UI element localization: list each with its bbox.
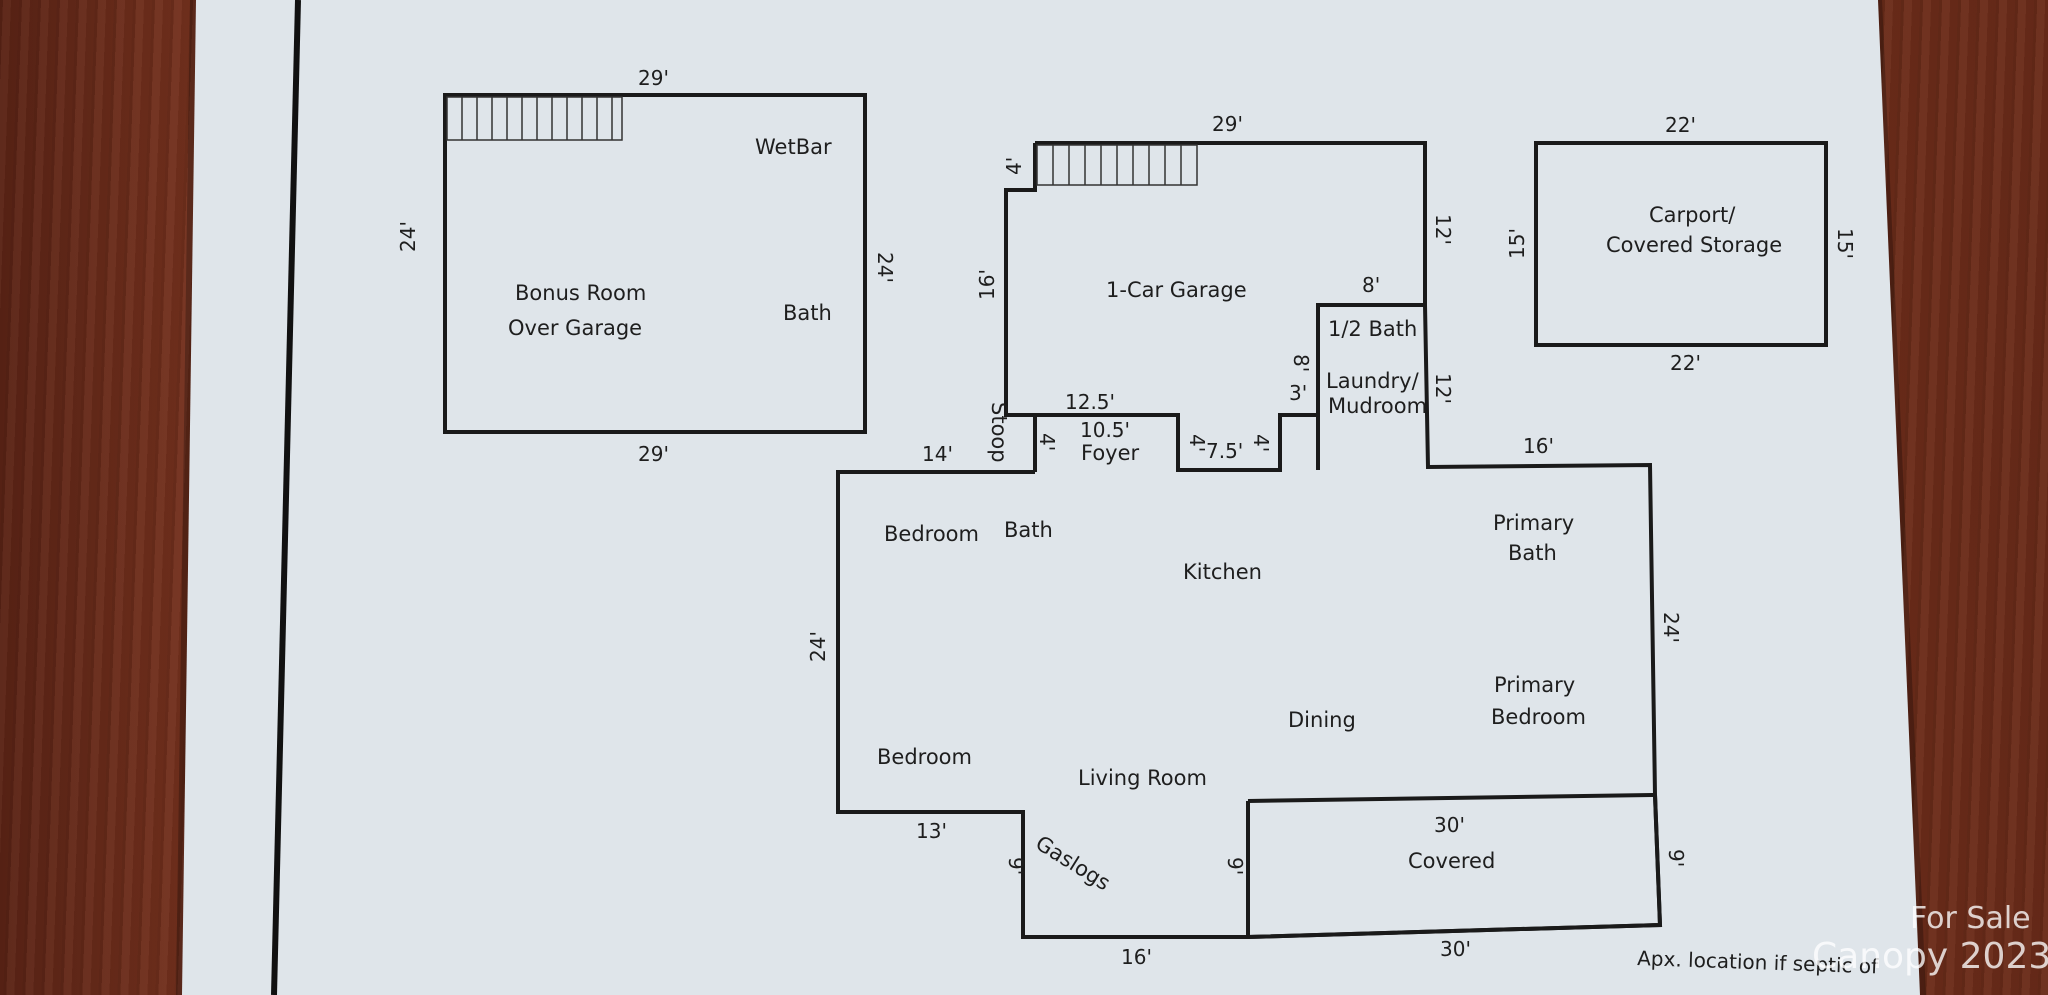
dim-garage-top: 29'	[1212, 112, 1243, 136]
dim-laundry-side: 8'	[1289, 354, 1313, 372]
room-dining: Dining	[1288, 708, 1356, 732]
room-stoop: Stoop	[987, 402, 1011, 463]
watermark-line2: Canopy 2023	[1812, 936, 2048, 977]
room-primary-bath-line2: Bath	[1508, 541, 1557, 565]
bonus-room-outline	[443, 93, 867, 434]
dim-garage-left: 16'	[975, 269, 999, 300]
garage-outline	[1004, 141, 1427, 472]
dim-house-right: 24'	[1659, 612, 1683, 643]
room-bonus-line2: Over Garage	[508, 316, 642, 340]
room-primary-bedroom-line1: Primary	[1494, 673, 1575, 697]
dim-house-left: 24'	[806, 631, 830, 662]
dim-foyer-jog-b: 7.5'	[1206, 439, 1243, 463]
dim-carport-left: 15'	[1505, 228, 1529, 259]
dim-bonus-right: 24'	[873, 252, 897, 283]
dim-laundry-right: 12'	[1431, 373, 1455, 404]
room-carport-line1: Carport/	[1649, 203, 1736, 227]
covered-porch-outline	[1246, 794, 1663, 940]
room-bath-main: Bath	[1004, 518, 1053, 542]
dim-house-left-top: 14'	[922, 442, 953, 466]
dim-garage-right-upper: 12'	[1431, 214, 1455, 245]
room-bedroom-top: Bedroom	[884, 522, 979, 546]
dim-bonus-bottom: 29'	[638, 442, 669, 466]
house-inner-wall	[1247, 793, 1656, 803]
dim-covered-bottom: 30'	[1440, 937, 1471, 961]
room-wetbar: WetBar	[755, 135, 832, 159]
paper	[182, 0, 1920, 995]
dim-bump-right: 9'	[1223, 857, 1247, 875]
room-laundry-line2: Mudroom	[1328, 394, 1427, 418]
dim-foyer-width: 10.5'	[1080, 418, 1130, 442]
dim-house-bottom: 16'	[1121, 945, 1152, 969]
room-bonus-bath: Bath	[783, 301, 832, 325]
carport-outline	[1534, 141, 1828, 347]
dim-foyer-depth: 4'	[1035, 433, 1059, 451]
dim-bonus-top: 29'	[638, 66, 669, 90]
room-foyer: Foyer	[1081, 441, 1140, 465]
room-covered: Covered	[1408, 849, 1495, 873]
room-primary-bedroom-line2: Bedroom	[1491, 705, 1586, 729]
room-half-bath: 1/2 Bath	[1328, 317, 1417, 341]
room-bonus-line1: Bonus Room	[515, 281, 646, 305]
margin-line	[271, 0, 301, 995]
dim-laundry-jog: 3'	[1289, 381, 1307, 405]
dim-foyer-jog-c: 4'	[1249, 434, 1273, 452]
dim-foyer-jog-a: 4'	[1185, 434, 1209, 452]
dim-carport-top: 22'	[1665, 113, 1696, 137]
room-primary-bath-line1: Primary	[1493, 511, 1574, 535]
dim-house-right-top: 16'	[1523, 434, 1554, 458]
dim-house-bottom-left: 13'	[916, 819, 947, 843]
room-laundry-line1: Laundry/	[1326, 369, 1420, 393]
room-living-room: Living Room	[1078, 766, 1207, 790]
dim-bonus-left: 24'	[396, 221, 420, 252]
dim-covered-right: 9'	[1664, 849, 1688, 867]
dim-carport-bottom: 22'	[1670, 351, 1701, 375]
bonus-room-stairs	[446, 96, 623, 141]
room-kitchen: Kitchen	[1183, 560, 1262, 584]
watermark-line1: For Sale	[1910, 901, 2031, 936]
dim-garage-bottom: 12.5'	[1065, 390, 1115, 414]
dim-carport-right: 15'	[1833, 228, 1857, 259]
dim-covered-top: 30'	[1434, 813, 1465, 837]
room-bedroom-bottom: Bedroom	[877, 745, 972, 769]
room-gaslogs: Gaslogs	[1031, 831, 1114, 895]
room-carport-line2: Covered Storage	[1606, 233, 1782, 257]
dim-half-bath-width: 8'	[1362, 273, 1380, 297]
dim-garage-step: 4'	[1002, 157, 1026, 175]
room-garage: 1-Car Garage	[1106, 278, 1247, 302]
dim-bump-left: 9'	[1004, 857, 1028, 875]
garage-stairs	[1036, 144, 1198, 186]
